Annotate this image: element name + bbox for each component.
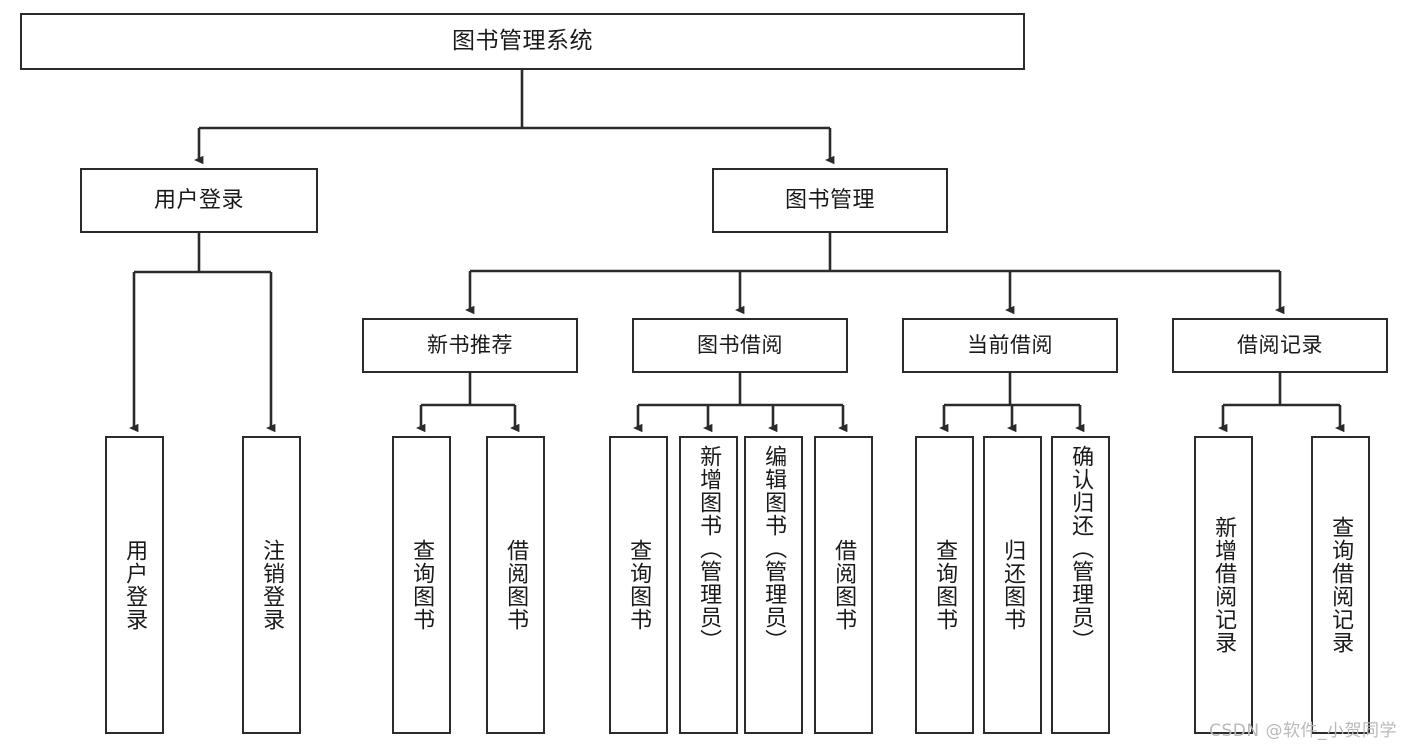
node-book-management-label: 图书管理 — [784, 187, 875, 213]
node-new-book-recommend-label: 新书推荐 — [427, 333, 513, 358]
leaf-borrow-book-borrow-label: 借阅图书 — [831, 539, 857, 631]
node-book-management[interactable]: 图书管理 — [712, 168, 948, 233]
leaf-query-book-current-label: 查询图书 — [932, 539, 958, 631]
node-borrow-record-label: 借阅记录 — [1237, 333, 1323, 358]
node-current-borrow[interactable]: 当前借阅 — [902, 318, 1118, 373]
leaf-borrow-book-borrow[interactable]: 借阅图书 — [814, 436, 873, 734]
node-current-borrow-label: 当前借阅 — [967, 333, 1053, 358]
leaf-confirm-return[interactable]: 确认归还（管理员） — [1051, 436, 1110, 734]
leaf-user-login[interactable]: 用户登录 — [105, 436, 164, 734]
node-user-login[interactable]: 用户登录 — [80, 168, 318, 233]
leaf-query-book-borrow-label: 查询图书 — [626, 539, 652, 631]
leaf-add-borrow-record-label: 新增借阅记录 — [1211, 516, 1237, 654]
leaf-logout-login-label: 注销登录 — [259, 539, 285, 631]
leaf-query-borrow-record[interactable]: 查询借阅记录 — [1311, 436, 1370, 734]
leaf-return-book-label: 归还图书 — [1000, 539, 1026, 631]
leaf-query-book-borrow[interactable]: 查询图书 — [609, 436, 668, 734]
node-root-label: 图书管理系统 — [452, 28, 593, 55]
node-borrow-record[interactable]: 借阅记录 — [1172, 318, 1388, 373]
node-root-book-management-system[interactable]: 图书管理系统 — [20, 13, 1025, 70]
leaf-add-borrow-record[interactable]: 新增借阅记录 — [1194, 436, 1253, 734]
leaf-add-book-label: 新增图书（管理员） — [696, 445, 722, 652]
leaf-query-book-new-book-label: 查询图书 — [409, 539, 435, 631]
leaf-logout-login[interactable]: 注销登录 — [242, 436, 301, 734]
leaf-query-borrow-record-label: 查询借阅记录 — [1328, 516, 1354, 654]
node-book-borrow-label: 图书借阅 — [697, 333, 783, 358]
leaf-user-login-label: 用户登录 — [122, 539, 148, 631]
leaf-edit-book-label: 编辑图书（管理员） — [761, 445, 787, 652]
leaf-edit-book[interactable]: 编辑图书（管理员） — [744, 436, 803, 734]
node-user-login-label: 用户登录 — [153, 187, 244, 213]
node-book-borrow[interactable]: 图书借阅 — [632, 318, 848, 373]
node-new-book-recommend[interactable]: 新书推荐 — [362, 318, 578, 373]
leaf-add-book[interactable]: 新增图书（管理员） — [679, 436, 738, 734]
leaf-query-book-current[interactable]: 查询图书 — [915, 436, 974, 734]
leaf-confirm-return-label: 确认归还（管理员） — [1068, 445, 1094, 652]
leaf-borrow-book-new-book[interactable]: 借阅图书 — [486, 436, 545, 734]
leaf-query-book-new-book[interactable]: 查询图书 — [392, 436, 451, 734]
leaf-borrow-book-new-book-label: 借阅图书 — [503, 539, 529, 631]
leaf-return-book[interactable]: 归还图书 — [983, 436, 1042, 734]
